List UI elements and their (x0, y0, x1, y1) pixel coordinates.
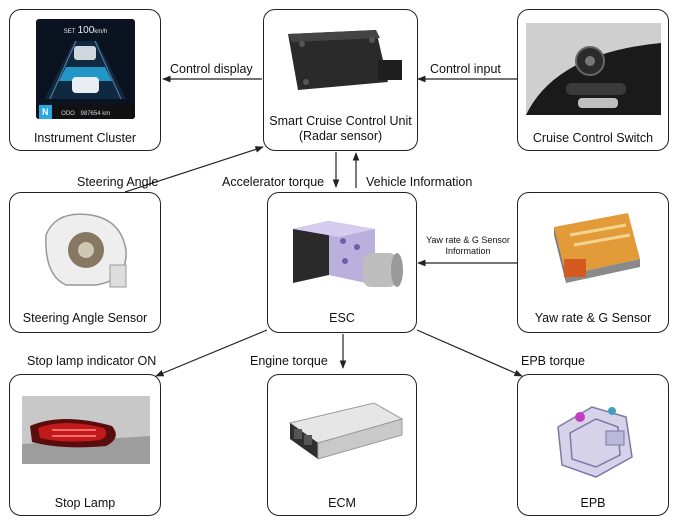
cluster-set-label: SET (63, 29, 76, 35)
label-epb-torque: EPB torque (521, 354, 585, 368)
steering-angle-sensor-caption: Steering Angle Sensor (22, 311, 148, 325)
cruise-switch-graphic (526, 23, 661, 115)
stop-lamp-caption: Stop Lamp (54, 496, 116, 510)
esc-node: ESC (267, 192, 417, 333)
stop-lamp-graphic (22, 396, 150, 464)
cluster-odo-unit: km (102, 111, 111, 117)
arrow-epb-torque (416, 329, 523, 377)
cruise-switch-image (526, 23, 661, 115)
label-accelerator-torque: Accelerator torque (222, 175, 325, 189)
stop-lamp-node: Stop Lamp (9, 374, 161, 516)
cluster-set-unit: km/h (94, 29, 108, 35)
label-stop-lamp-indicator: Stop lamp indicator ON (27, 354, 157, 368)
epb-node: EPB (517, 374, 669, 516)
label-yaw-info: Yaw rate & G Sensor Information (422, 235, 514, 257)
instrument-cluster-screen: SET 100km/h N ODO 987654 km (36, 19, 135, 119)
steering-angle-sensor-image (45, 213, 127, 288)
scc-caption-line1: Smart Cruise Control Unit (269, 114, 412, 128)
label-yaw-info-line1: Yaw rate & G Sensor (426, 235, 510, 245)
label-steering-angle: Steering Angle (77, 175, 159, 189)
cluster-set-value: 100 (77, 25, 95, 36)
stop-lamp-image (22, 396, 150, 464)
label-vehicle-information: Vehicle Information (366, 175, 473, 189)
ecm-module-image (288, 402, 404, 460)
yaw-rate-g-sensor-node: Yaw rate & G Sensor (517, 192, 669, 333)
epb-caliper-image (557, 406, 633, 478)
arrow-stop-lamp (155, 329, 268, 377)
cruise-control-switch-node: Cruise Control Switch (517, 9, 669, 151)
label-yaw-info-line2: Information (445, 246, 491, 256)
label-engine-torque: Engine torque (250, 354, 328, 368)
esc-caption: ESC (329, 311, 355, 325)
cluster-set-speed: SET 100km/h (36, 25, 135, 36)
steering-angle-sensor-node: Steering Angle Sensor (9, 192, 161, 333)
cluster-odo-label: ODO (61, 111, 75, 117)
smart-cruise-control-unit-node: Smart Cruise Control Unit (Radar sensor) (263, 9, 418, 151)
scc-caption-line2: (Radar sensor) (298, 129, 383, 143)
yaw-rate-sensor-image (554, 213, 640, 283)
instrument-cluster-caption: Instrument Cluster (33, 131, 137, 145)
label-control-input: Control input (430, 62, 501, 76)
esc-module-image (293, 221, 403, 287)
cluster-bottom-bar: N ODO 987654 km (36, 105, 135, 119)
instrument-cluster-node: SET 100km/h N ODO 987654 km Instrument C… (9, 9, 161, 151)
epb-caption: EPB (580, 496, 606, 510)
cluster-gear: N (39, 105, 52, 119)
arrow-steering-angle (124, 146, 264, 193)
cruise-control-switch-caption: Cruise Control Switch (532, 131, 654, 145)
ecm-caption: ECM (328, 496, 356, 510)
cluster-road-graphic (45, 40, 126, 100)
cluster-odo-value: 987654 (80, 111, 101, 117)
yaw-rate-g-sensor-caption: Yaw rate & G Sensor (534, 311, 652, 325)
label-control-display: Control display (170, 62, 253, 76)
ecm-node: ECM (267, 374, 417, 516)
radar-sensor-image (288, 30, 402, 90)
